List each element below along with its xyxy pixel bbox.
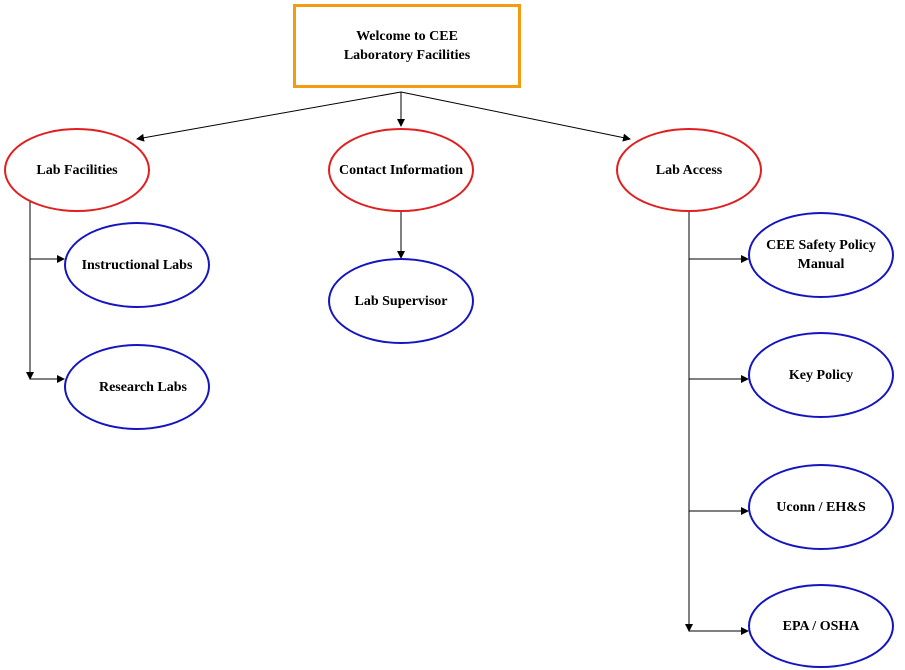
node-epa-osha[interactable]: EPA / OSHA bbox=[748, 584, 894, 668]
node-cee-safety-policy-manual[interactable]: CEE Safety Policy Manual bbox=[748, 212, 894, 298]
node-lab-facilities[interactable]: Lab Facilities bbox=[4, 128, 150, 212]
node-instructional-labs[interactable]: Instructional Labs bbox=[64, 222, 210, 308]
arrow-root-to-lab-access bbox=[400, 91, 631, 142]
node-contact-information[interactable]: Contact Information bbox=[328, 128, 474, 212]
node-uconn-ehs[interactable]: Uconn / EH&S bbox=[748, 464, 894, 550]
node-research-labs[interactable]: Research Labs bbox=[64, 344, 210, 430]
arrow-root-to-lab-facilities bbox=[136, 91, 402, 142]
node-lab-access[interactable]: Lab Access bbox=[616, 128, 762, 212]
node-key-policy[interactable]: Key Policy bbox=[748, 332, 894, 418]
root-welcome-box[interactable]: Welcome to CEE Laboratory Facilities bbox=[293, 4, 521, 88]
node-lab-supervisor[interactable]: Lab Supervisor bbox=[328, 258, 474, 344]
